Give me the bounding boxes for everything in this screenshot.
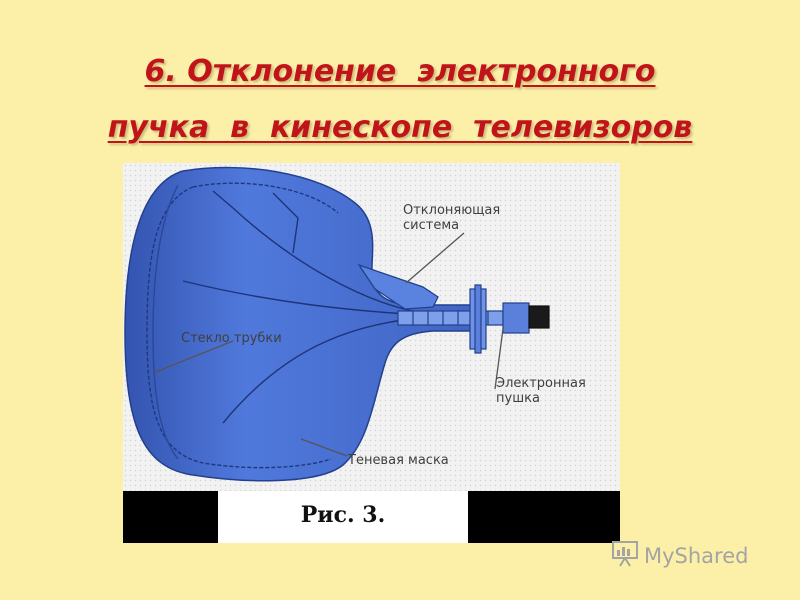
label-shadow-mask: Теневая маска [348,453,449,468]
tube-body [124,166,472,482]
screen-inner-line [152,184,179,460]
beam-hook [212,190,299,254]
deflection-yoke [357,263,439,310]
slide-title: 6. Отклонение электронного пучка в кинес… [0,44,800,156]
presentation-board-icon [610,538,640,573]
watermark-text: MyShared [644,543,749,568]
crt-diagram: Отклоняющая система Стекло трубки Электр… [123,163,620,543]
label-electron-gun: Электронная пушка [496,376,586,406]
title-line-2: пучка в кинескопе телевизоров [107,110,693,145]
label-deflection-system: Отклоняющая система [403,203,501,233]
title-line-1: 6. Отклонение электронного [144,54,656,89]
electron-gun-assembly [397,284,550,354]
watermark: MyShared [610,538,748,573]
figure-caption: Рис. 3. [218,491,468,543]
label-tube-glass: Стекло трубки [181,331,282,346]
shadow-mask-outline [146,182,339,469]
crt-tube-drawing [124,166,550,482]
leader-lines [152,232,504,457]
